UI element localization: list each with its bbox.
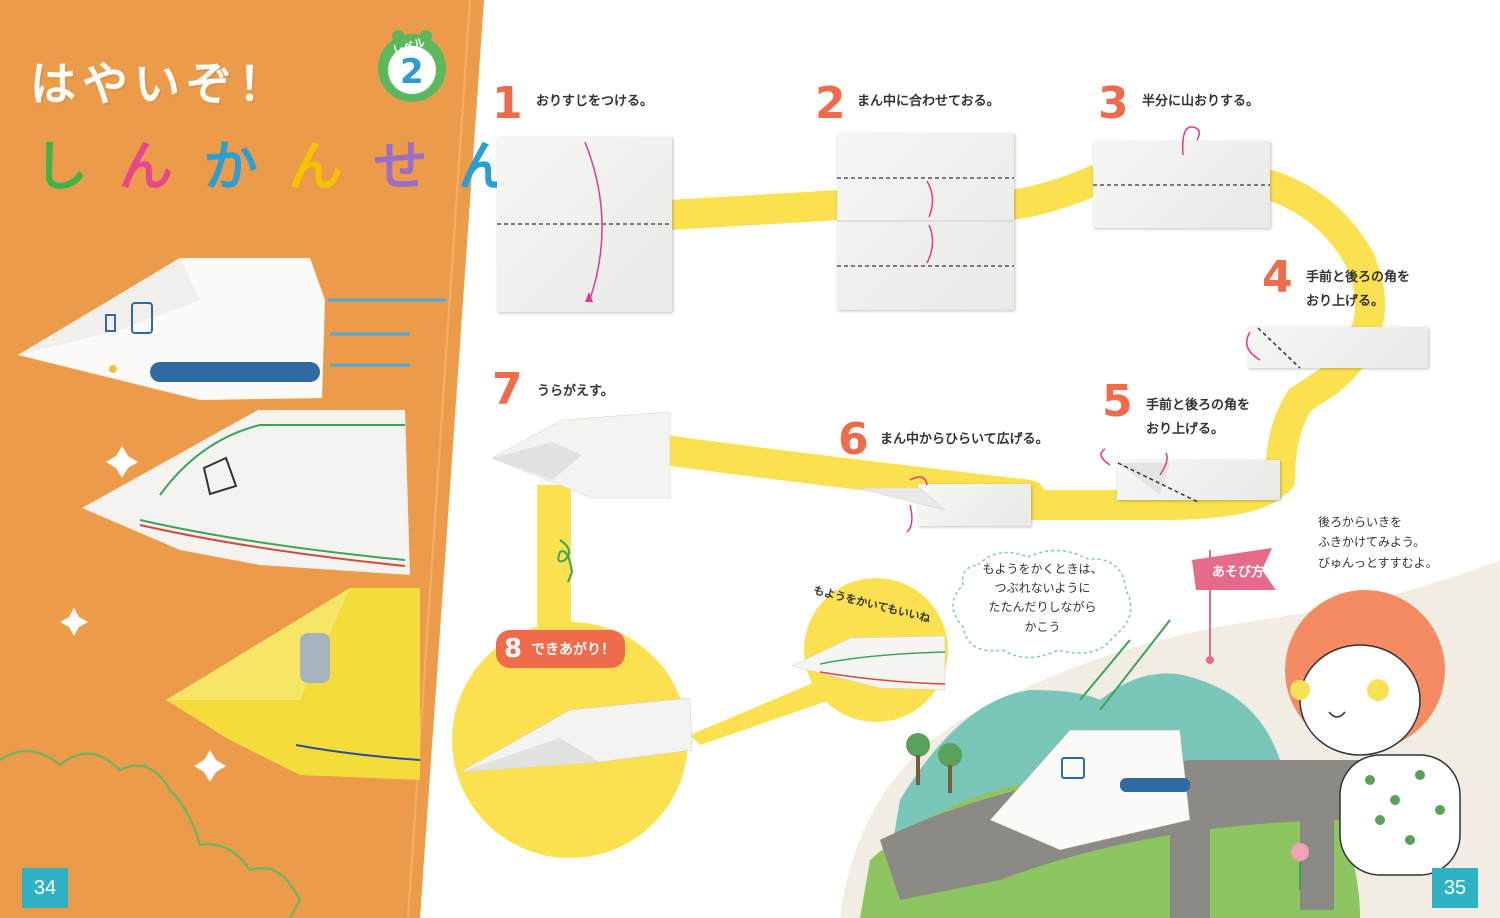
- step-7-text: うらがえす。: [537, 384, 614, 399]
- title-char: せ: [373, 135, 434, 198]
- step-2-number: 2: [815, 78, 846, 129]
- title-line2: し ん か ん せ ん: [34, 122, 518, 201]
- play-flag-label: あそび方: [1212, 565, 1265, 580]
- level-value: 2: [400, 52, 424, 92]
- step-1-text: おりすじをつける。: [536, 94, 654, 109]
- speech-bubble-shape: [952, 549, 1132, 659]
- speech-bubble: もようをかくときは、 つぶれないように たたんだりしながら かこう: [955, 560, 1130, 637]
- yellow-train-photo: [166, 588, 421, 780]
- step-4-paper: [1248, 327, 1428, 368]
- step-5-diagram: [1100, 448, 1201, 504]
- step-1-diagram: [497, 141, 672, 303]
- step-6-text: まん中からひらいて広げる。: [880, 432, 1049, 447]
- step-6-number: 6: [838, 414, 869, 465]
- speech-line: もようをかくときは、: [982, 562, 1103, 576]
- step-7-plane: [492, 411, 671, 499]
- yellow-track: [650, 165, 1385, 510]
- step-3-text: 半分に山おりする。: [1142, 94, 1260, 109]
- play-line: ふきかけてみよう。: [1318, 535, 1426, 550]
- step-8-number: 8: [504, 634, 523, 664]
- zoom-train-plane: [791, 635, 946, 691]
- white-blue-train-photo: [18, 258, 325, 400]
- step-3-diagram: [1093, 126, 1270, 186]
- play-line: 後ろからいきを: [1318, 515, 1403, 529]
- play-instructions: 後ろからいきを ふきかけてみよう。 びゅんっとすすむよ。: [1318, 512, 1438, 573]
- page-number-right: 35: [1432, 868, 1478, 908]
- step-1-number: 1: [492, 78, 523, 129]
- step-5-number: 5: [1102, 376, 1133, 427]
- speech-line: かこう: [1024, 619, 1061, 634]
- title-char: か: [203, 135, 264, 198]
- step-6-diagram: [856, 476, 946, 533]
- title-char: ん: [118, 135, 179, 198]
- step-5-text-line2: おり上げる。: [1146, 422, 1225, 437]
- step-2-text: まん中に合わせておる。: [857, 94, 1000, 109]
- play-flag: [1192, 548, 1276, 590]
- level-badge: レベル 2: [372, 26, 452, 104]
- title-char: し: [34, 135, 94, 198]
- landscape-train: [989, 729, 1191, 851]
- speech-line: つぶれないように: [994, 581, 1091, 596]
- step-4-text-line2: おり上げる。: [1306, 294, 1385, 309]
- step-4-text-line1: 手前と後ろの角を: [1306, 270, 1411, 285]
- title-line1: はやいぞ！: [30, 57, 290, 111]
- child-illustration: [1285, 590, 1461, 876]
- finished-plane: [460, 697, 693, 773]
- step-4-diagram: [1245, 327, 1301, 369]
- speech-line: たたんだりしながら: [988, 600, 1097, 615]
- step-7-number: 7: [492, 364, 523, 415]
- step-5-text-line1: 手前と後ろの角を: [1146, 398, 1251, 413]
- white-green-train-photo: [82, 410, 410, 575]
- step-4-number: 4: [1262, 252, 1293, 303]
- play-line: びゅんっとすすむよ。: [1318, 555, 1438, 570]
- step-8-text: できあがり！: [530, 642, 615, 658]
- step-8-finished-label: 8 できあがり！: [496, 630, 625, 668]
- step-2-diagram: [837, 177, 1014, 267]
- level-badge-icon: [378, 30, 446, 102]
- title-char: ん: [288, 135, 349, 198]
- page-number-left: 34: [22, 868, 68, 908]
- step-3-number: 3: [1098, 78, 1129, 129]
